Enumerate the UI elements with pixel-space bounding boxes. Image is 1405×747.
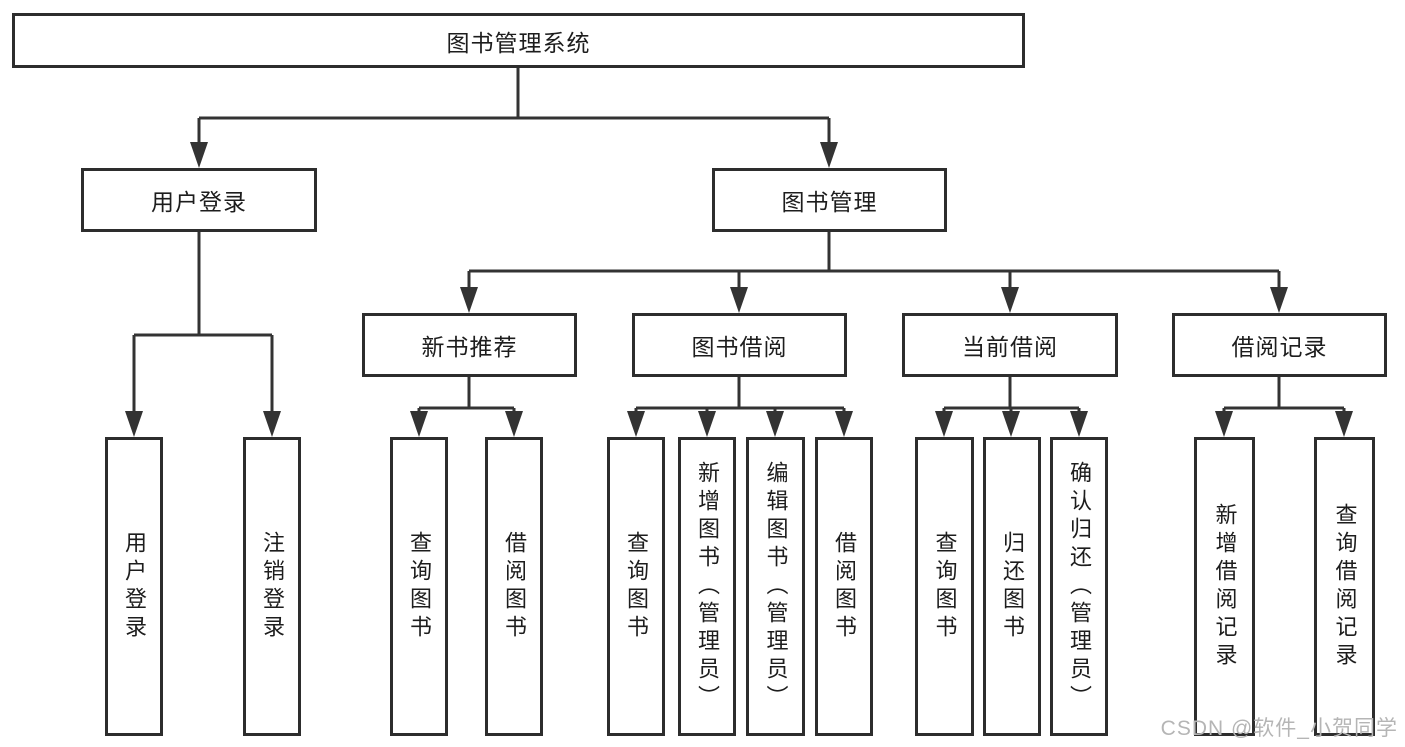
node-current-borrowing-label: 当前借阅 [962, 334, 1058, 360]
node-root-system: 图书管理系统 [12, 13, 1025, 68]
leaf-borrow-books-borrowing-label: 借阅图书 [832, 530, 857, 643]
leaf-add-book-admin: 新增图书（管理员） [678, 437, 736, 736]
leaf-query-borrow-record-label: 查询借阅记录 [1332, 502, 1358, 671]
leaf-query-borrow-record: 查询借阅记录 [1314, 437, 1375, 736]
leaf-edit-book-admin: 编辑图书（管理员） [746, 437, 805, 736]
leaf-confirm-return-admin-label: 确认归还（管理员） [1067, 460, 1092, 713]
tree-edges [132, 68, 1346, 420]
node-borrow-records-label: 借阅记录 [1231, 334, 1328, 360]
leaf-query-books-recommend-label: 查询图书 [407, 530, 432, 643]
leaf-add-borrow-record-label: 新增借阅记录 [1212, 502, 1238, 671]
leaf-return-book-label: 归还图书 [1000, 530, 1025, 643]
node-current-borrowing: 当前借阅 [902, 313, 1118, 377]
node-user-login: 用户登录 [81, 168, 317, 232]
leaf-logout-label: 注销登录 [260, 530, 285, 643]
leaf-query-books-borrowing: 查询图书 [607, 437, 665, 736]
leaf-query-books-recommend: 查询图书 [390, 437, 448, 736]
csdn-watermark: CSDN @软件_小贺同学 [1160, 717, 1398, 740]
leaf-logout: 注销登录 [243, 437, 301, 736]
arrowheads [125, 142, 1353, 437]
leaf-borrow-books-borrowing: 借阅图书 [815, 437, 873, 736]
leaf-query-books-borrowing-label: 查询图书 [624, 530, 649, 643]
leaf-borrow-books-recommend: 借阅图书 [485, 437, 543, 736]
leaf-add-book-admin-label: 新增图书（管理员） [695, 460, 720, 713]
leaf-user-login-label: 用户登录 [122, 530, 147, 643]
leaf-confirm-return-admin: 确认归还（管理员） [1050, 437, 1108, 736]
node-book-management: 图书管理 [712, 168, 947, 232]
node-root-label: 图书管理系统 [446, 29, 591, 56]
leaf-edit-book-admin-label: 编辑图书（管理员） [763, 460, 789, 713]
node-new-book-recommend-label: 新书推荐 [421, 334, 518, 360]
leaf-user-login: 用户登录 [105, 437, 163, 736]
node-book-borrowing: 图书借阅 [632, 313, 847, 377]
node-book-management-label: 图书管理 [781, 189, 878, 215]
node-user-login-label: 用户登录 [151, 189, 247, 215]
leaf-add-borrow-record: 新增借阅记录 [1194, 437, 1255, 736]
leaf-query-books-current-label: 查询图书 [932, 530, 958, 643]
node-new-book-recommend: 新书推荐 [362, 313, 577, 377]
node-book-borrowing-label: 图书借阅 [691, 334, 788, 360]
leaf-borrow-books-recommend-label: 借阅图书 [502, 530, 527, 643]
leaf-return-book: 归还图书 [983, 437, 1041, 736]
leaf-query-books-current: 查询图书 [915, 437, 974, 736]
node-borrow-records: 借阅记录 [1172, 313, 1387, 377]
